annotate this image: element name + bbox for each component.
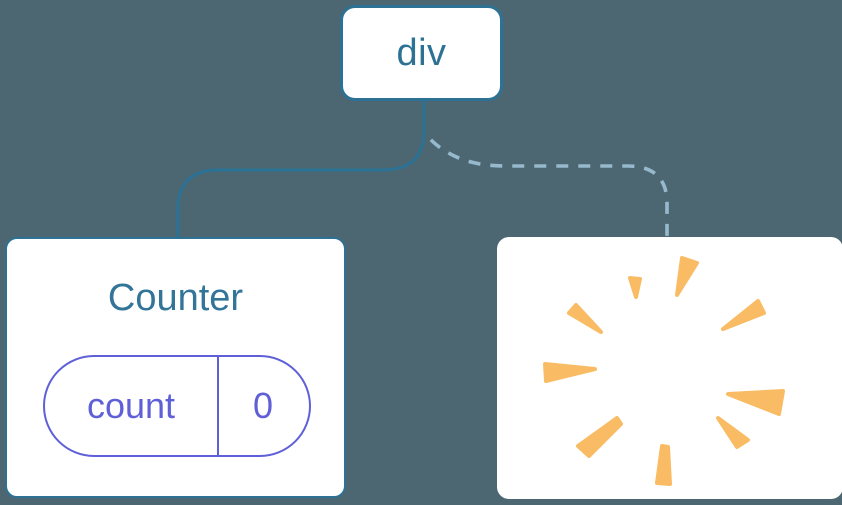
burst-rays <box>543 256 785 486</box>
counter-title: Counter <box>107 277 244 319</box>
state-name: count <box>86 385 176 426</box>
node-div-label: div <box>396 31 447 74</box>
state-pill-divider <box>217 357 219 455</box>
node-div: div <box>340 5 503 101</box>
poof-starburst-icon <box>543 256 785 486</box>
state-pill: count 0 <box>43 355 311 457</box>
node-counter: Counter count 0 <box>5 237 346 498</box>
node-removed <box>497 237 842 499</box>
solid-link-div-to-counter <box>176 101 426 238</box>
state-value: 0 <box>252 385 274 426</box>
dashed-link-div-to-removed <box>426 135 669 238</box>
